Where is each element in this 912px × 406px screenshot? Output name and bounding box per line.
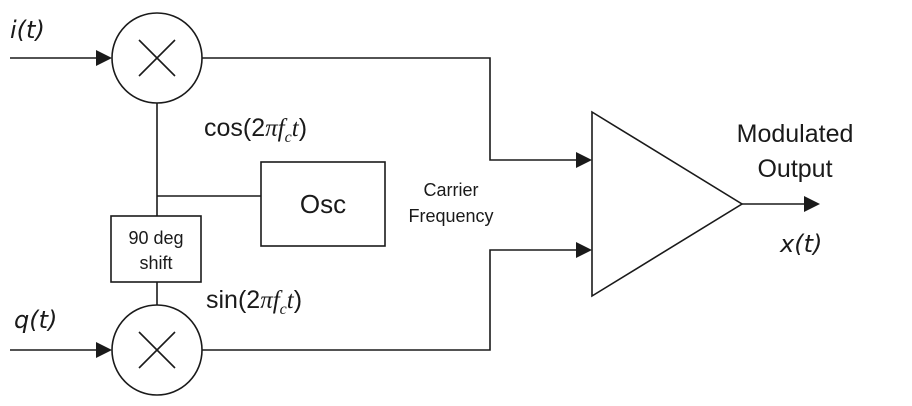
q-input-arrow [96,342,112,358]
cos-t-text: t [292,115,300,142]
carrier-frequency-label-line2: Frequency [408,206,493,226]
cos-carrier-label: cos(2πfct) [204,114,307,146]
sin-pi-text: π [260,287,274,314]
oscillator-box [260,161,386,247]
q-mixer [111,304,203,396]
carrier-frequency-label-line1: Carrier [423,180,478,200]
sin-f-text: f [273,287,283,314]
i-input-label: i(t) [10,16,45,44]
modulated-output-label-line2: Output [757,155,832,183]
combiner-top-input-arrow [576,152,592,168]
cos-pi-text: π [265,115,279,142]
oscillator-label: Osc [300,189,346,219]
output-signal-label: x(t) [779,230,822,258]
modulated-output-label-line1: Modulated [737,120,854,148]
cos-close-text: ) [299,114,307,142]
sin-close-text: ) [294,286,302,314]
q-mixer-to-combiner-wire [202,249,576,351]
phase-shift-label-line1: 90 deg [128,228,183,248]
sin-subscript-c: c [280,301,287,318]
i-mixer-to-combiner-wire [202,57,576,161]
phase-shift-box [110,215,202,283]
cos-subscript-c: c [285,129,292,146]
output-arrow [804,196,820,212]
phase-shift-block: 90 deg shift [110,215,202,283]
sin-func-text: sin(2 [206,286,260,314]
combiner-bottom-input-arrow [576,242,592,258]
sin-t-text: t [287,287,295,314]
i-mixer-multiply-icon-stroke [138,39,176,77]
i-mixer [111,12,203,104]
oscillator-block: Osc [260,161,386,247]
combiner-triangle [591,110,744,298]
i-input-arrow [96,50,112,66]
q-input-label: q(t) [14,306,57,334]
q-mixer-multiply-icon-stroke [138,331,176,369]
cos-f-text: f [278,115,288,142]
phase-shift-label-line2: shift [139,253,172,273]
sin-carrier-label: sin(2πfct) [206,286,302,318]
cos-func-text: cos(2 [204,114,265,142]
